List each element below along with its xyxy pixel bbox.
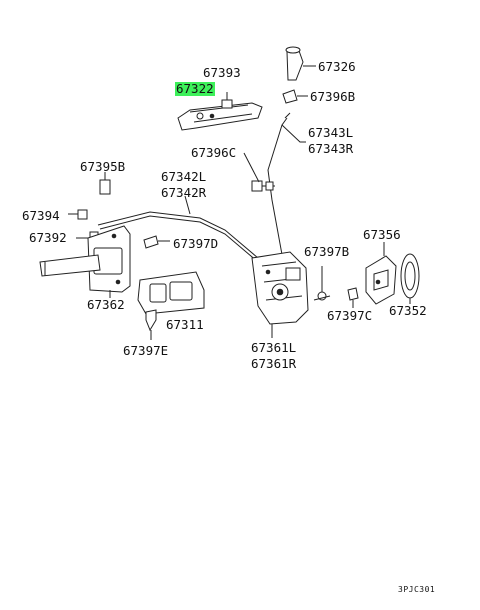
remote-control-part: [39, 225, 131, 298]
label-67395B: 67395B: [80, 159, 126, 174]
label-67356: 67356: [363, 227, 401, 242]
label-67311: 67311: [166, 317, 204, 332]
rod-clip-part: [243, 152, 275, 192]
diagram-code: 3PJC301: [398, 585, 436, 594]
bezel-67311-part: [137, 271, 205, 315]
screw-67397C-part: [347, 287, 359, 308]
shim-67352-part: [400, 253, 420, 304]
label-67396B: 67396B: [310, 89, 356, 104]
screw-67397B-part: [313, 266, 331, 301]
label-67342R: 67342R: [161, 185, 207, 200]
screw-67397E-part: [145, 309, 157, 340]
screw-67397D-part: [143, 235, 170, 249]
label-67322[interactable]: 67322: [175, 81, 215, 96]
label-67361R: 67361R: [251, 356, 297, 371]
label-67362: 67362: [87, 297, 125, 312]
label-67326: 67326: [318, 59, 356, 74]
clip-67394-part: [68, 209, 88, 220]
lock-knob-part: [285, 46, 316, 81]
label-67396C: 67396C: [191, 145, 237, 160]
label-67397D: 67397D: [173, 236, 219, 251]
label-67343R: 67343R: [308, 141, 354, 156]
grommet-part: [282, 89, 308, 104]
door-lock-assembly-part: [251, 251, 309, 338]
label-67397B: 67397B: [304, 244, 350, 259]
striker-67356-part: [365, 242, 397, 305]
label-67392: 67392: [29, 230, 67, 245]
label-67342L: 67342L: [161, 169, 207, 184]
label-67397C: 67397C: [327, 308, 373, 323]
label-67343L: 67343L: [308, 125, 354, 140]
label-67397E: 67397E: [123, 343, 169, 358]
label-67393: 67393: [203, 65, 241, 80]
label-67361L: 67361L: [251, 340, 297, 355]
handle-screw-part: [221, 92, 233, 109]
inside-handle-part: [177, 102, 263, 131]
clip-67395B-part: [99, 172, 111, 195]
label-67352: 67352: [389, 303, 427, 318]
label-67394: 67394: [22, 208, 60, 223]
